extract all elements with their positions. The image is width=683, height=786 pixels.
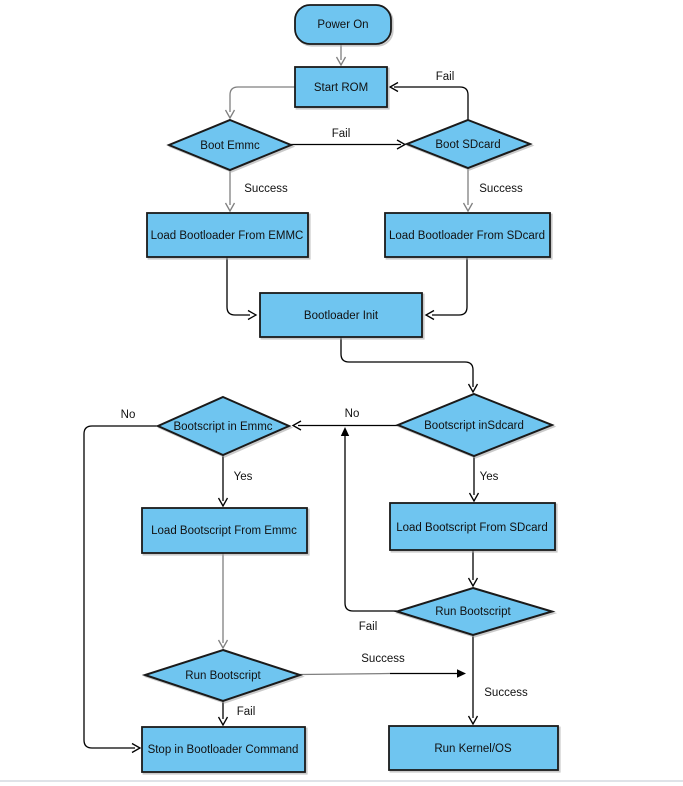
edge-label-success-sdcard: Success <box>479 183 523 195</box>
edge-bootscriptinemmc-yes-loadbootscriptemmc <box>217 455 229 508</box>
run-bootscript-sdcard-label: Run Bootscript <box>435 606 511 618</box>
edge-runbootscriptemmc-success-merge <box>299 669 466 678</box>
start-rom-label: Start ROM <box>314 82 368 94</box>
boot-sdcard-label: Boot SDcard <box>435 139 500 151</box>
node-load-bootloader-emmc: Load Bootloader From EMMC <box>146 212 309 258</box>
power-on-label: Power On <box>317 19 368 31</box>
edge-bootemmc-fail-bootsdcard <box>291 139 407 150</box>
run-bootscript-emmc-shape <box>141 648 304 703</box>
edge-label-yes-left: Yes <box>234 471 253 483</box>
edge-bootsdcard-success-loadbootloadersdcard <box>462 168 474 213</box>
edge-label-fail-mid: Fail <box>332 128 351 140</box>
load-bootloader-sdcard-label: Load Bootloader From SDcard <box>389 230 545 242</box>
edge-bootsdcard-fail-startrom <box>388 81 469 120</box>
edge-label-yes-right: Yes <box>480 471 499 483</box>
node-bootscript-in-sdcard: Bootscript inSdcard <box>395 392 555 458</box>
load-bootscript-sdcard-shape <box>389 502 556 551</box>
bootscript-in-emmc-shape <box>155 395 292 457</box>
node-start-rom: Start ROM <box>294 66 388 108</box>
edge-loadbootscriptemmc-runbootscriptemmc <box>217 553 229 650</box>
edge-startrom-bootemmc <box>224 86 295 120</box>
bootscript-in-emmc-label: Bootscript in Emmc <box>173 421 272 433</box>
load-bootloader-sdcard-shape <box>384 212 551 258</box>
edge-bootscriptinsdcard-no-bootscriptinemmc <box>291 420 398 431</box>
load-bootscript-sdcard-label: Load Bootscript From SDcard <box>396 522 547 534</box>
node-run-kernel-os: Run Kernel/OS <box>388 725 559 771</box>
edge-label-fail-top: Fail <box>436 71 455 83</box>
stop-in-bootloader-command-label: Stop in Bootloader Command <box>148 744 299 756</box>
edge-label-success-emmc: Success <box>244 183 288 195</box>
edge-runbootscriptsdcard-fail-loop <box>340 427 397 612</box>
node-stop-in-bootloader-command: Stop in Bootloader Command <box>141 726 306 773</box>
edge-loadbootloadersdcard-bootloaderinit <box>424 257 468 321</box>
bootloader-init-label: Bootloader Init <box>304 310 379 322</box>
node-load-bootscript-sdcard: Load Bootscript From SDcard <box>389 502 556 551</box>
edge-loadbootscriptsdcard-runbootscriptsdcard <box>467 550 479 588</box>
load-bootscript-emmc-shape <box>141 507 308 554</box>
boot-sdcard-shape <box>404 118 533 170</box>
node-bootloader-init: Bootloader Init <box>259 292 423 338</box>
boot-emmc-label: Boot Emmc <box>200 140 260 152</box>
run-kernel-os-label: Run Kernel/OS <box>434 743 512 755</box>
node-bootscript-in-emmc: Bootscript in Emmc <box>155 395 292 457</box>
load-bootloader-emmc-shape <box>146 212 309 258</box>
edge-bootscriptinsdcard-yes-loadbootscriptsdcard <box>468 456 480 503</box>
page-bottom-divider <box>0 780 683 782</box>
edge-label-success-merge: Success <box>484 687 528 699</box>
node-power-on: Power On <box>294 4 392 45</box>
edge-label-no-mid: No <box>345 408 360 420</box>
node-boot-emmc: Boot Emmc <box>166 118 294 172</box>
edge-bootloaderinit-bootscriptinsdcard <box>340 337 479 394</box>
node-load-bootloader-sdcard: Load Bootloader From SDcard <box>384 212 551 258</box>
edge-label-fail-run-emmc: Fail <box>237 706 256 718</box>
run-bootscript-emmc-label: Run Bootscript <box>185 670 261 682</box>
edge-label-no-left: No <box>121 409 136 421</box>
bootloader-init-shape <box>259 292 423 338</box>
edge-label-success-run-emmc: Success <box>361 653 405 665</box>
node-load-bootscript-emmc: Load Bootscript From Emmc <box>141 507 308 554</box>
load-bootloader-emmc-label: Load Bootloader From EMMC <box>151 230 304 242</box>
node-boot-sdcard: Boot SDcard <box>404 118 533 170</box>
run-bootscript-sdcard-shape <box>393 586 556 637</box>
edge-labels: Fail Fail Success Success No No Yes Yes … <box>121 71 528 718</box>
edge-runbootscriptsdcard-success-runkernelos <box>467 635 479 726</box>
edge-label-fail-run-sdcard: Fail <box>359 621 378 633</box>
load-bootscript-emmc-label: Load Bootscript From Emmc <box>151 525 297 537</box>
boot-emmc-shape <box>166 118 294 172</box>
edge-runbootscriptemmc-fail-stopinbootloadercommand <box>217 701 229 727</box>
stop-in-bootloader-command-shape <box>141 726 306 773</box>
node-run-bootscript-emmc: Run Bootscript <box>141 648 304 703</box>
edge-loadbootloaderemmc-bootloaderinit <box>226 257 258 321</box>
bootscript-in-sdcard-shape <box>395 392 555 458</box>
node-run-bootscript-sdcard: Run Bootscript <box>393 586 556 637</box>
start-rom-shape <box>294 66 388 108</box>
edge-bootemmc-success-loadbootloaderemmc <box>224 170 236 213</box>
power-on-shape <box>294 4 392 45</box>
bootscript-in-sdcard-label: Bootscript inSdcard <box>424 420 524 432</box>
edge-bootscriptinemmc-no-stopinbootloadercommand <box>83 425 158 754</box>
run-kernel-os-shape <box>388 725 559 771</box>
